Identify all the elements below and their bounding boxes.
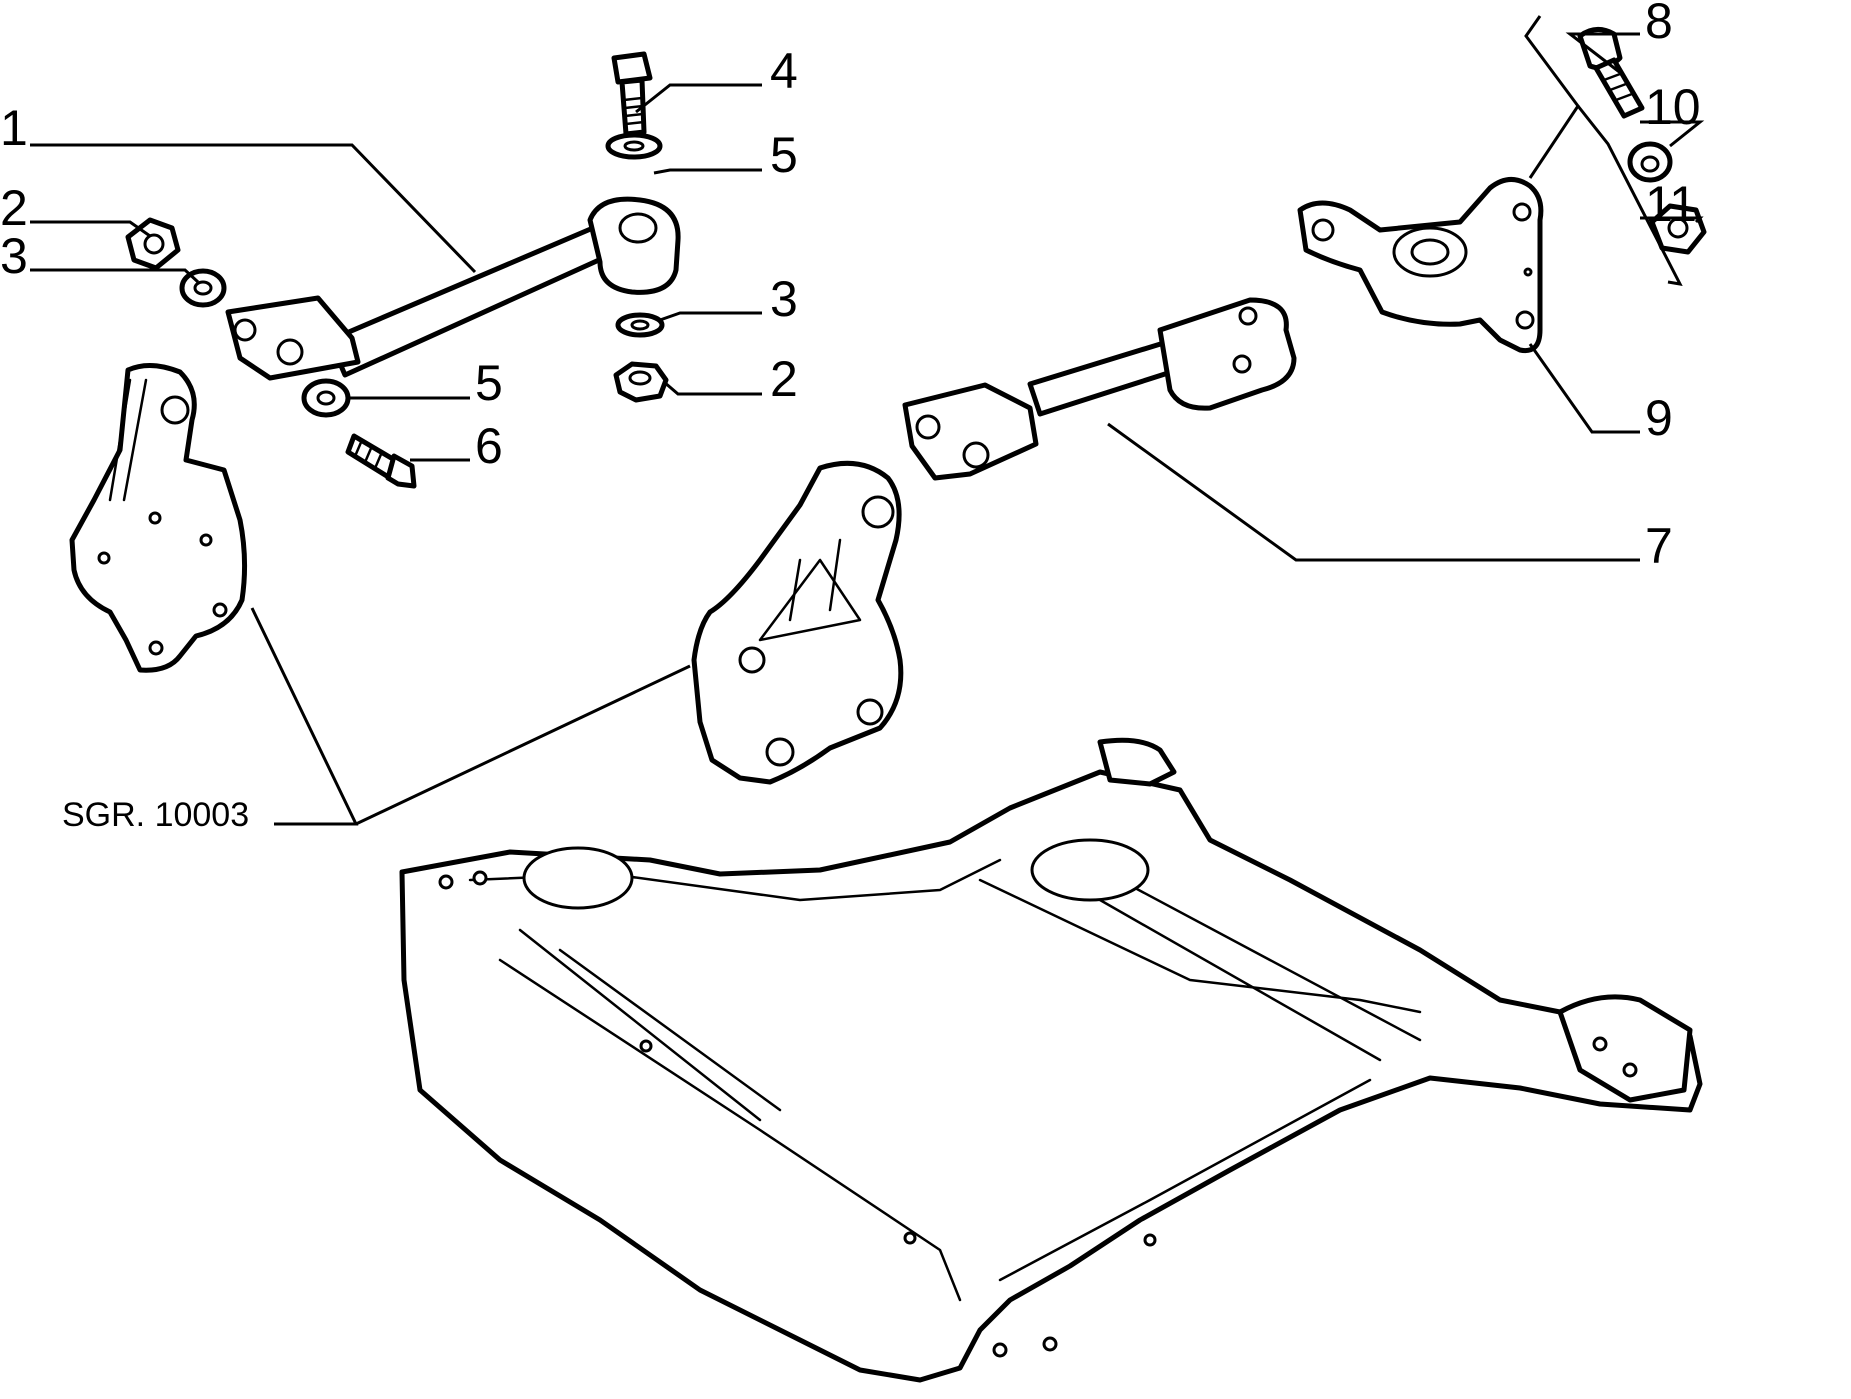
part-7-reaction-rod	[902, 297, 1297, 481]
callout-10: 10	[1645, 79, 1701, 135]
callout-2-right: 2	[770, 351, 798, 407]
part-2-nut-left	[125, 217, 181, 271]
bracket-left	[69, 363, 248, 673]
part-6-screw	[345, 433, 417, 489]
part-3-washer-left	[179, 268, 227, 308]
reference-code: SGR. 10003	[62, 796, 249, 834]
part-4-bolt	[611, 51, 653, 137]
callout-9: 9	[1645, 390, 1673, 446]
part-9-mount-bracket	[1297, 177, 1544, 354]
callout-6: 6	[475, 418, 503, 474]
callout-1: 1	[0, 100, 28, 156]
callout-7: 7	[1645, 518, 1673, 574]
callout-labels: 1 2 3 4 5 3 2 5 6 7 8 9 10 11 SGR. 10003	[0, 0, 1701, 834]
part-5-washer-lower	[301, 378, 351, 418]
callout-5-top: 5	[770, 127, 798, 183]
bracket-center	[691, 460, 904, 785]
callout-3-left: 3	[0, 228, 28, 284]
part-5-washer-top	[605, 132, 663, 160]
part-3-washer-right	[615, 312, 665, 338]
callout-2-left: 2	[0, 180, 28, 236]
part-2-nut-right	[613, 361, 669, 403]
part-10-washer	[1627, 141, 1673, 183]
callout-3-right: 3	[770, 271, 798, 327]
part-1-reaction-rod	[225, 196, 681, 381]
callout-8: 8	[1645, 0, 1673, 49]
leader-lines	[30, 15, 1705, 826]
callout-4: 4	[770, 43, 798, 99]
part-8-bolt	[1577, 27, 1645, 119]
callout-5-lower: 5	[475, 355, 503, 411]
subframe	[399, 737, 1703, 1383]
callout-11: 11	[1645, 176, 1697, 232]
